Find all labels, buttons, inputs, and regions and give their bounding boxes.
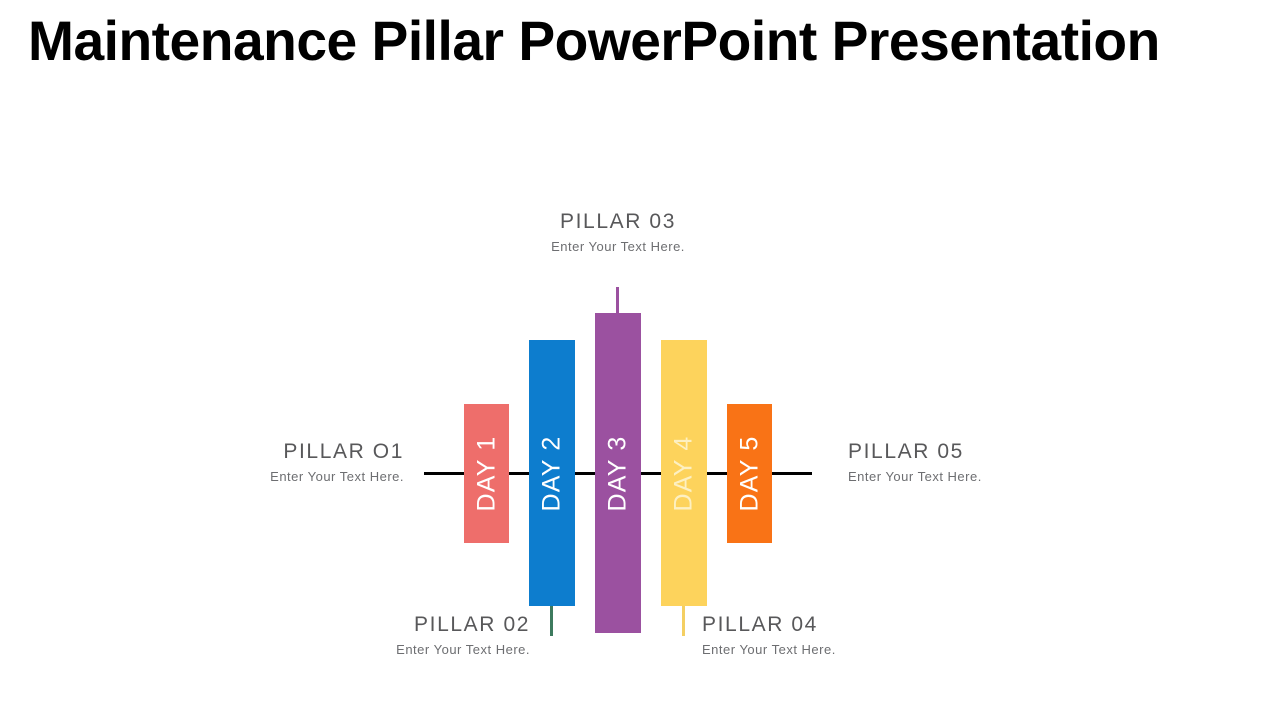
caption-pillar-02-subtitle: Enter Your Text Here. xyxy=(396,642,530,657)
caption-pillar-05-subtitle: Enter Your Text Here. xyxy=(848,469,982,484)
caption-pillar-04-title: PILLAR 04 xyxy=(702,613,818,636)
bar-day-3[interactable]: DAY 3 xyxy=(595,313,641,633)
caption-pillar-05[interactable]: PILLAR 05 Enter Your Text Here. xyxy=(848,440,1088,484)
bar-day-2[interactable]: DAY 2 xyxy=(529,340,575,606)
bar-label-day-3: DAY 3 xyxy=(603,435,632,511)
caption-pillar-01-subtitle: Enter Your Text Here. xyxy=(270,469,404,484)
bar-day-4[interactable]: DAY 4 xyxy=(661,340,707,606)
connector-stem-pillar-04 xyxy=(682,606,685,636)
caption-pillar-01-title: PILLAR O1 xyxy=(283,440,404,463)
caption-pillar-03-subtitle: Enter Your Text Here. xyxy=(551,239,685,254)
caption-pillar-01[interactable]: PILLAR O1 Enter Your Text Here. xyxy=(170,440,404,484)
caption-pillar-02[interactable]: PILLAR 02 Enter Your Text Here. xyxy=(292,613,530,657)
bar-day-5[interactable]: DAY 5 xyxy=(727,404,772,543)
bar-day-1[interactable]: DAY 1 xyxy=(464,404,509,543)
caption-pillar-03-title: PILLAR 03 xyxy=(560,210,676,233)
caption-pillar-04-subtitle: Enter Your Text Here. xyxy=(702,642,836,657)
connector-stem-pillar-02 xyxy=(550,606,553,636)
connector-stem-pillar-03 xyxy=(616,287,619,315)
bar-label-day-2: DAY 2 xyxy=(537,435,566,511)
page-title: Maintenance Pillar PowerPoint Presentati… xyxy=(28,9,1160,72)
caption-pillar-05-title: PILLAR 05 xyxy=(848,440,964,463)
caption-pillar-04[interactable]: PILLAR 04 Enter Your Text Here. xyxy=(702,613,942,657)
caption-pillar-03[interactable]: PILLAR 03 Enter Your Text Here. xyxy=(508,210,728,254)
bar-label-day-5: DAY 5 xyxy=(735,435,764,512)
caption-pillar-02-title: PILLAR 02 xyxy=(414,613,530,636)
bar-label-day-4: DAY 4 xyxy=(669,435,698,511)
bar-label-day-1: DAY 1 xyxy=(472,435,501,512)
